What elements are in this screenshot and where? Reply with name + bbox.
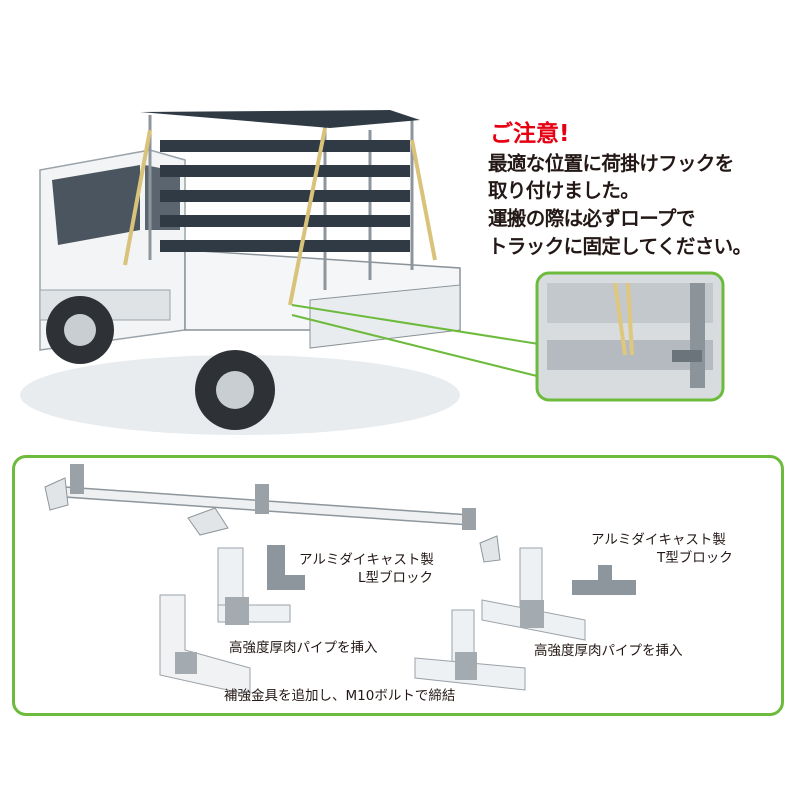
l-block-caption-line2: L型ブロック — [358, 570, 434, 586]
t-block-caption-line2: T型ブロック — [657, 550, 733, 566]
pipe-caption-left: 高強度厚肉パイプを挿入 — [229, 640, 378, 656]
bolt-caption: 補強金具を追加し、M10ボルトで締結 — [224, 688, 456, 704]
notice-line-1: 最適な位置に荷掛けフックを — [488, 152, 734, 175]
t-block-caption-line1: アルミダイキャスト製 — [591, 532, 726, 548]
parts-diagram — [44, 464, 636, 696]
notice-title: ご注意! — [490, 121, 570, 147]
l-block-caption-line1: アルミダイキャスト製 — [299, 552, 434, 568]
notice-line-2: 取り付けました。 — [488, 179, 640, 202]
pipe-caption-right: 高強度厚肉パイプを挿入 — [534, 643, 683, 659]
notice-line-4: トラックに固定してください。 — [488, 235, 752, 258]
parts-panel — [12, 455, 784, 716]
notice-line-3: 運搬の際は必ずロープで — [488, 207, 695, 230]
hook-closeup-inset — [535, 271, 725, 402]
